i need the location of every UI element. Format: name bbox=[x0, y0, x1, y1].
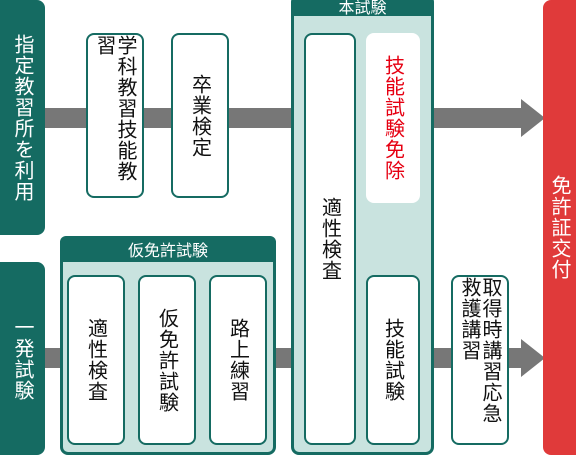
graduation-test-label: 卒業検定 bbox=[188, 73, 213, 158]
top-route-arrow-head bbox=[521, 99, 545, 137]
skill-test-exempt-label: 技能試験免除 bbox=[381, 55, 406, 181]
route-label-driving-school: 指定教習所を利用 bbox=[0, 0, 45, 235]
graduation-test-box: 卒業検定 bbox=[171, 33, 229, 198]
skill-test-label: 技能試験 bbox=[381, 318, 406, 402]
academic-skill-lesson-box: 学科教習技能教習 bbox=[86, 33, 144, 198]
provisional-aptitude-box: 適性検査 bbox=[67, 275, 125, 445]
main-aptitude-label: 適性検査 bbox=[318, 197, 343, 281]
main-exam-group-header: 本試験 bbox=[291, 0, 434, 17]
skill-test-box: 技能試験 bbox=[366, 275, 420, 445]
road-practice-box: 路上練習 bbox=[209, 275, 267, 445]
acquisition-firstaid-course-box: 取得時講習応急救護講習 bbox=[451, 275, 509, 445]
acquisition-firstaid-course-label: 取得時講習応急救護講習 bbox=[458, 277, 503, 424]
road-practice-label: 路上練習 bbox=[226, 318, 251, 402]
route-label-direct-test: 一発試験 bbox=[0, 262, 45, 455]
main-aptitude-box: 適性検査 bbox=[304, 33, 356, 445]
provisional-license-group-header: 仮免許試験 bbox=[60, 236, 276, 262]
academic-skill-lesson-label: 学科教習技能教習 bbox=[93, 35, 138, 182]
bottom-route-arrow-head bbox=[521, 339, 545, 377]
skill-test-exempt-box: 技能試験免除 bbox=[366, 33, 420, 203]
provisional-test-label: 仮免許試験 bbox=[155, 307, 180, 413]
provisional-test-box: 仮免許試験 bbox=[138, 275, 196, 445]
license-issuance-box: 免許証交付 bbox=[543, 0, 576, 455]
provisional-aptitude-label: 適性検査 bbox=[84, 318, 109, 402]
